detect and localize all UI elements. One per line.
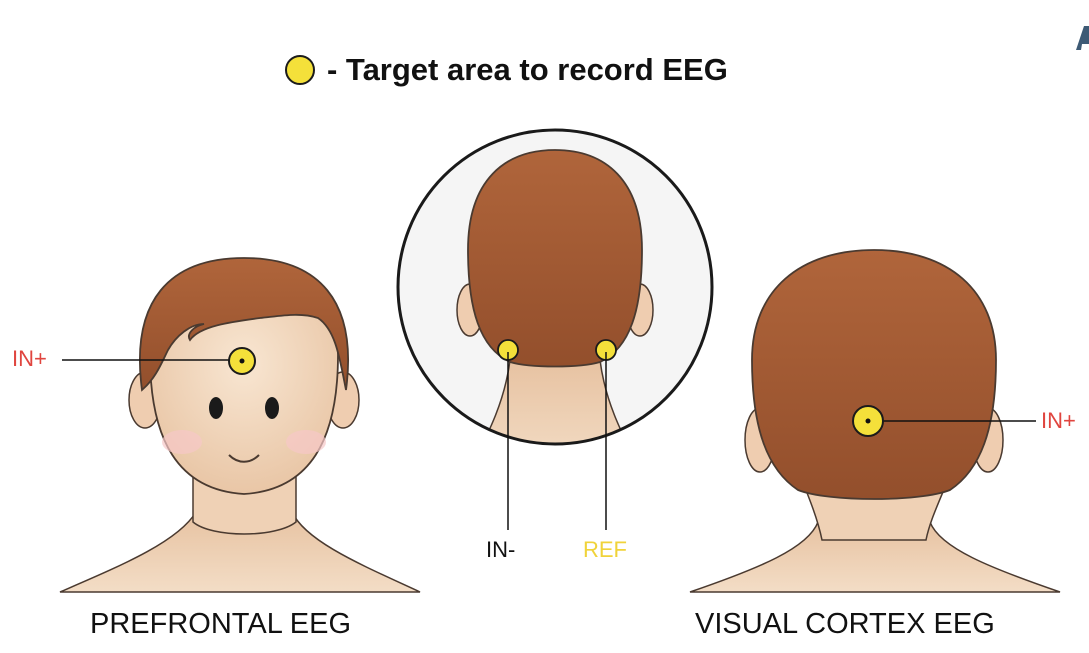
right-cheek [286, 430, 326, 454]
corner-logo-icon [1072, 20, 1089, 56]
prefrontal-caption: PREFRONTAL EEG [90, 608, 351, 641]
legend: - Target area to record EEG [285, 48, 728, 92]
ref-label: REF [583, 537, 627, 563]
prefrontal-in-plus-label: IN+ [12, 346, 47, 372]
right-eye [265, 397, 279, 419]
left-eye [209, 397, 223, 419]
visual-in-plus-label: IN+ [1041, 408, 1076, 434]
visual-cortex-head [690, 250, 1060, 592]
hair-back [752, 250, 996, 499]
prefrontal-head [60, 258, 420, 592]
left-cheek [162, 430, 202, 454]
yellow-dot-icon [285, 55, 315, 85]
hair-back-inset [468, 150, 642, 367]
visual-cortex-caption: VISUAL CORTEX EEG [695, 608, 995, 641]
legend-text: - Target area to record EEG [327, 52, 728, 88]
reference-inset [398, 130, 712, 530]
in-minus-label: IN- [486, 537, 515, 563]
